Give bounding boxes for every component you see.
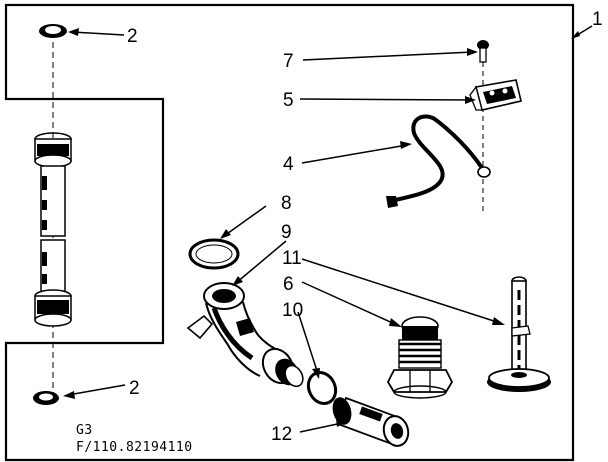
callout-8: 8 (281, 193, 292, 214)
diagram-code: G3 (76, 423, 93, 438)
assembly-boundary (4, 3, 575, 462)
tub-fitting (386, 316, 454, 399)
assembly-leader-arrow (571, 31, 580, 39)
washer-top (39, 24, 67, 38)
coupling-tube (332, 396, 410, 447)
callout-10: 10 (282, 300, 303, 321)
screw (477, 40, 489, 63)
callout-7: 7 (283, 51, 294, 72)
part-list-number: F/110.82194110 (76, 440, 193, 455)
assembly-number: 1 (592, 9, 603, 30)
ground-wire (386, 114, 491, 208)
fill-hose (34, 132, 72, 327)
washer-bottom (33, 391, 59, 405)
callout-6: 6 (283, 274, 294, 295)
elbow-hose (186, 282, 304, 388)
callout-12: 12 (271, 424, 292, 445)
clamp (469, 79, 522, 111)
callout-9: 9 (281, 222, 292, 243)
callout-11: 11 (282, 248, 302, 269)
callout-4: 4 (283, 154, 294, 175)
o-ring (188, 238, 240, 270)
callout-5: 5 (283, 90, 294, 111)
callout-2-bottom: 2 (129, 378, 140, 399)
callout-2-top: 2 (127, 26, 138, 47)
leader-lines (63, 28, 505, 433)
drain-stand (487, 276, 551, 392)
